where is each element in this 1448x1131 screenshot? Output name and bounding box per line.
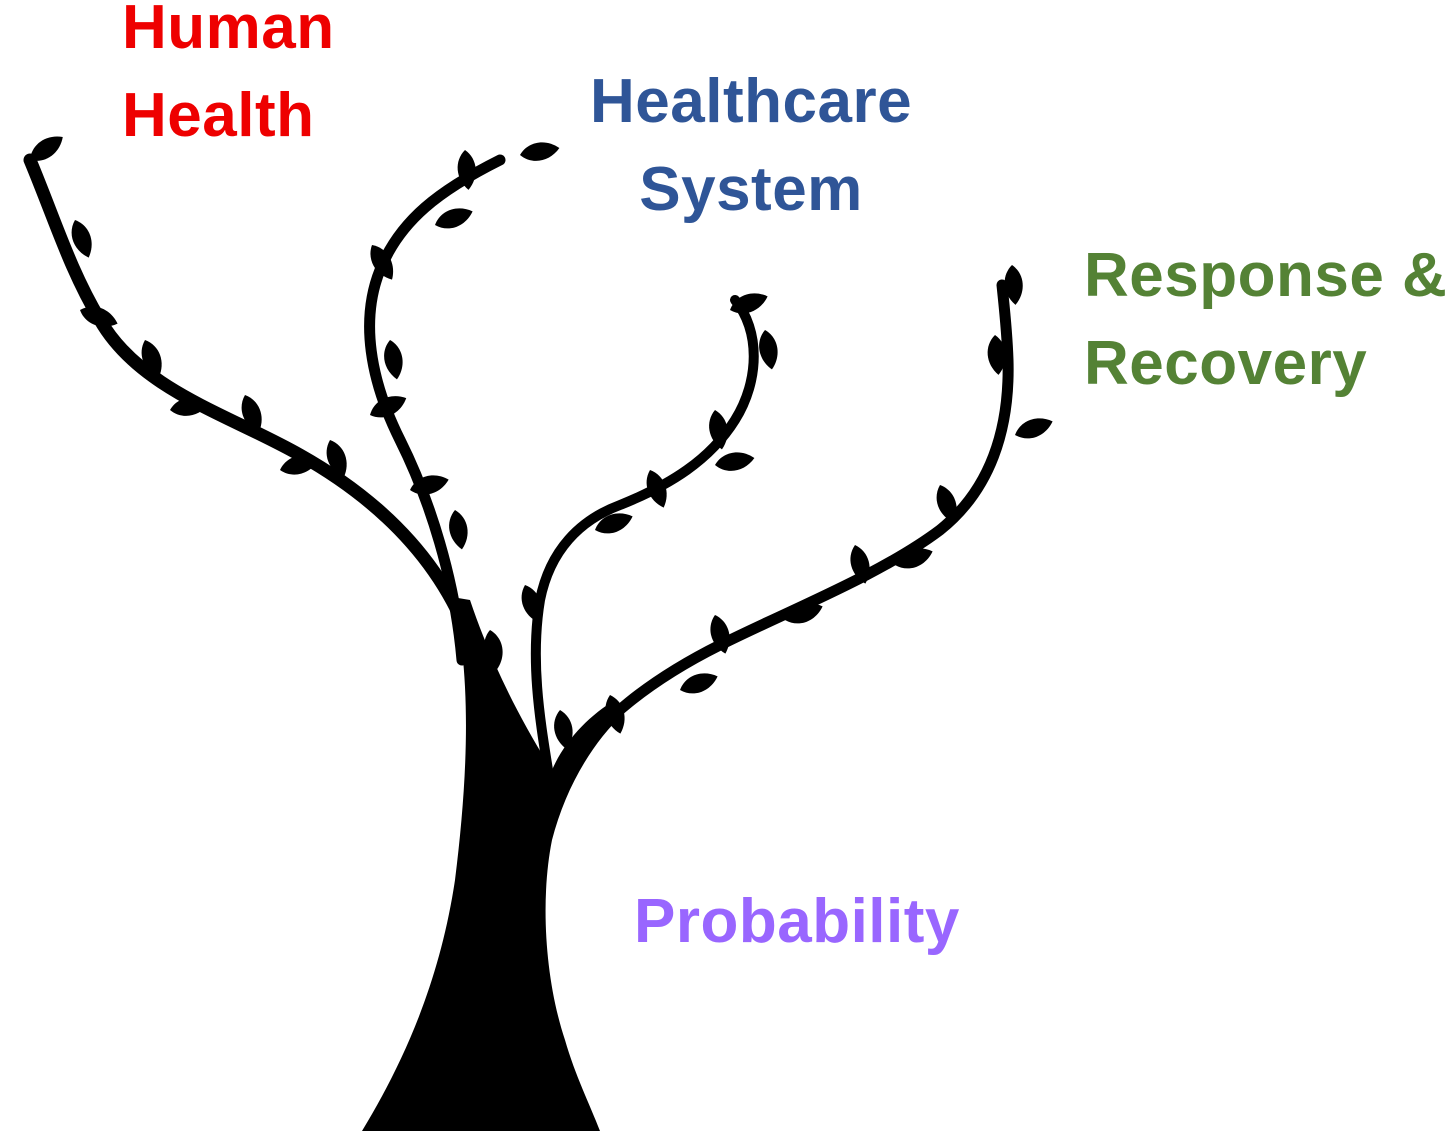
leaf-icon — [410, 475, 449, 495]
branch-right — [559, 279, 1014, 776]
response-recovery-label: Response & Recovery — [1084, 232, 1447, 408]
human-health-line1: Human — [122, 0, 335, 62]
leaf-icon — [520, 142, 560, 161]
branch-center-right — [530, 295, 759, 775]
human-health-label: Human Health — [122, 0, 335, 160]
leaf-icon — [484, 630, 503, 670]
tree-with-leaves-icon — [23, 136, 1053, 1131]
probability-line1: Probability — [634, 887, 960, 956]
leaf-icon — [280, 455, 319, 475]
healthcare-system-line1: Healthcare — [590, 67, 913, 136]
leaf-icon — [449, 510, 468, 550]
leaf-icon — [595, 513, 633, 534]
leaf-icon — [326, 440, 347, 478]
leaf-icon — [710, 615, 730, 654]
leaf-icon — [457, 150, 476, 190]
response-recovery-line2: Recovery — [1084, 329, 1368, 398]
leaf-icon — [680, 673, 718, 694]
leaf-icon — [435, 208, 473, 229]
branch-center-left — [364, 154, 506, 666]
leaf-icon — [71, 220, 92, 258]
leaf-icon — [987, 335, 1006, 375]
leaf-icon — [1004, 265, 1023, 305]
leaf-icon — [646, 470, 667, 508]
leaf-icon — [709, 410, 728, 450]
branch-left — [23, 153, 477, 647]
probability-label: Probability — [634, 878, 960, 966]
tree-trunk — [362, 596, 625, 1131]
leaf-icon — [936, 485, 957, 523]
leaf-icon — [715, 452, 755, 471]
leaf-icon — [80, 306, 118, 327]
leaf-icon — [895, 548, 933, 569]
leaf-icon — [521, 585, 542, 623]
human-health-line2: Health — [122, 81, 315, 150]
leaf-icon — [141, 340, 162, 378]
leaf-icon — [370, 245, 394, 280]
response-recovery-line1: Response & — [1084, 241, 1448, 310]
leaf-icon — [170, 397, 210, 416]
leaf-icon — [30, 136, 63, 161]
leaf-icon — [850, 545, 870, 584]
healthcare-system-label: Healthcare System — [590, 58, 912, 234]
leaf-icon — [554, 710, 573, 750]
leaf-icon — [759, 330, 778, 370]
leaf-icon — [1015, 418, 1053, 439]
leaf-icon — [370, 396, 407, 418]
leaf-icon — [384, 340, 403, 380]
leaf-icon — [785, 603, 823, 624]
healthcare-system-line2: System — [639, 155, 863, 224]
leaf-icon — [605, 695, 625, 734]
leaf-icon — [730, 293, 768, 314]
leaf-icon — [241, 395, 262, 433]
